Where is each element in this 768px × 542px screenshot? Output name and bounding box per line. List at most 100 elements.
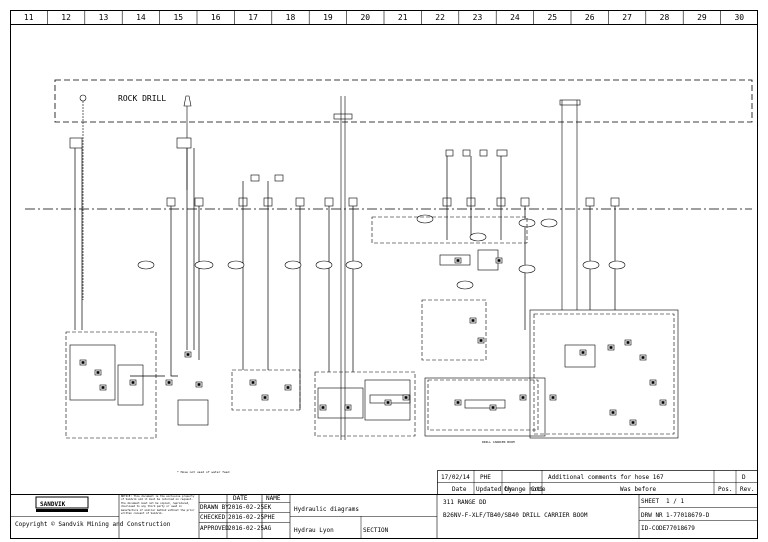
valve-symbol-fill: [404, 396, 408, 399]
column-number: 27: [622, 13, 632, 22]
revision-date: 17/02/14: [441, 474, 470, 481]
rock-drill-label: ROCK DRILL: [118, 94, 166, 103]
sheet-label: SHEET: [641, 498, 659, 505]
valve-symbol-fill: [263, 396, 267, 399]
sandvik-logo: [35, 496, 89, 509]
valve-blocks: [65, 216, 679, 439]
hose-note: * Hose not used of water feed: [177, 470, 230, 474]
column-number: 13: [99, 13, 109, 22]
checked-name: PHE: [264, 514, 275, 521]
valve-symbol-fill: [81, 361, 85, 364]
name-header: NAME: [266, 495, 281, 502]
drawn-by-label: DRAWN BY: [200, 504, 229, 511]
column-number: 26: [585, 13, 595, 22]
column-number: 14: [136, 13, 146, 22]
valve-symbol-fill: [626, 341, 630, 344]
column-number: 29: [697, 13, 707, 22]
drawn-name: EK: [264, 504, 272, 511]
valve-symbol-fill: [661, 401, 665, 404]
disclaimer-text: NOTICE: This document is the exclusive p…: [121, 495, 195, 516]
revision-code-header: Code: [531, 486, 546, 493]
checked-date: 2016-02-25: [228, 514, 265, 521]
approved-date: 2016-02-25: [228, 525, 265, 532]
valve-symbol-fill: [641, 356, 645, 359]
valve-symbol-fill: [551, 396, 555, 399]
valve-symbol-fill: [101, 386, 105, 389]
valve-symbol-fill: [131, 381, 135, 384]
component-symbols: [79, 257, 667, 426]
column-number: 16: [211, 13, 221, 22]
drawing-number: 1-77018679-D: [666, 512, 710, 519]
drawing-title-1: 311 RANGE DD: [443, 499, 487, 506]
column-number: 11: [24, 13, 34, 22]
revision-block: 17/02/14 PHE Additional comments for hos…: [437, 470, 758, 495]
column-number: 21: [398, 13, 408, 22]
id-code: 77018679: [666, 525, 695, 532]
column-number: 12: [61, 13, 71, 22]
sandvik-logo-text: SANDVIK: [40, 501, 66, 508]
valve-symbol-fill: [479, 339, 483, 342]
column-number: 20: [360, 13, 370, 22]
date-header: DATE: [233, 495, 248, 502]
revision-change-header: Change not.: [504, 486, 544, 493]
valve-symbol-fill: [251, 381, 255, 384]
column-number: 22: [435, 13, 445, 22]
drawing-number-label: DRW NR: [641, 512, 663, 519]
valve-symbol-fill: [631, 421, 635, 424]
valve-symbol-fill: [346, 406, 350, 409]
sheet-value: 1 / 1: [666, 498, 684, 505]
valve-symbol-fill: [497, 259, 501, 262]
valve-symbol-fill: [456, 401, 460, 404]
valve-symbol-fill: [321, 406, 325, 409]
column-number: 23: [473, 13, 483, 22]
document-type: Hydraulic diagrams: [294, 506, 359, 513]
valve-symbol-fill: [456, 259, 460, 262]
drill-carrier-block-label: DRILL CARRIER BOOM: [482, 440, 515, 444]
revision-date-header: Date: [452, 486, 467, 493]
hose-id-tags: [137, 214, 626, 290]
column-number: 25: [547, 13, 557, 22]
approved-label: APPROVED: [200, 525, 229, 532]
valve-symbol-fill: [521, 396, 525, 399]
valve-symbol-fill: [581, 351, 585, 354]
column-number: 15: [173, 13, 183, 22]
boom-connectors: [69, 137, 620, 207]
valve-symbol-fill: [386, 401, 390, 404]
valve-symbol-fill: [609, 346, 613, 349]
valve-symbol-fill: [96, 371, 100, 374]
copyright-text: Copyright © Sandvik Mining and Construct…: [15, 521, 171, 528]
column-number: 19: [323, 13, 333, 22]
valve-symbol-fill: [167, 381, 171, 384]
checked-label: CHECKED: [200, 514, 226, 521]
sandvik-logo-bar: [36, 509, 88, 512]
revision-by: PHE: [480, 474, 491, 481]
valve-symbol-fill: [611, 411, 615, 414]
department: Hydrau Lyon: [294, 527, 334, 534]
valve-symbol-fill: [197, 383, 201, 386]
valve-symbol-fill: [651, 381, 655, 384]
column-strip: 11 12 13 14 15 16 17 18 19 20 21 22 23 24 25 26 27 28 29 30: [24, 10, 744, 24]
valve-symbol-fill: [286, 386, 290, 389]
column-number: 28: [660, 13, 670, 22]
id-code-label: ID-CODE: [641, 525, 667, 532]
title-block: SANDVIK Copyright © Sandvik Mining and C…: [10, 494, 758, 539]
revision-updated-header: Updated by: [476, 486, 513, 493]
valve-symbol-fill: [186, 353, 190, 356]
revision-pos-header: Pos.: [718, 486, 732, 493]
approved-name: AG: [264, 525, 272, 532]
valve-symbol-fill: [491, 406, 495, 409]
revision-rev-header: Rev.: [740, 486, 754, 493]
drawing-title-2: B26NV-F-XLF/TB40/SB40 DRILL CARRIER BOOM: [443, 512, 588, 519]
column-number: 17: [248, 13, 258, 22]
valve-symbol-fill: [471, 319, 475, 322]
drawn-date: 2016-02-25: [228, 504, 265, 511]
revision-description: Additional comments for hose 167: [548, 474, 664, 481]
sheet-border: [10, 10, 758, 539]
column-number: 30: [734, 13, 744, 22]
revision-letter: D: [742, 474, 746, 481]
column-number: 24: [510, 13, 520, 22]
revision-was-before: Was before: [620, 486, 657, 493]
column-number: 18: [286, 13, 296, 22]
